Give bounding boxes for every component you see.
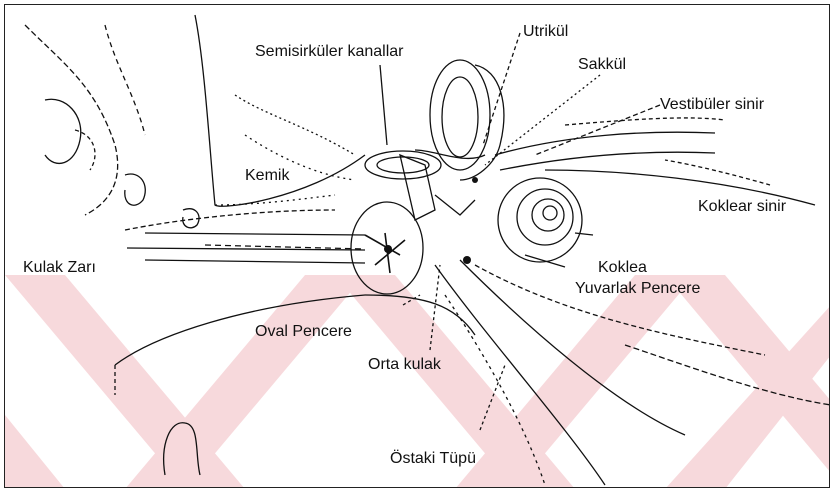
label-oval-window: Oval Pencere	[255, 323, 352, 341]
label-eustachian-tube: Östaki Tüpü	[390, 450, 476, 468]
label-middle-ear: Orta kulak	[368, 356, 441, 374]
label-cochlea: Koklea	[598, 259, 647, 277]
label-cochlear-nerve: Koklear sinir	[698, 198, 786, 216]
label-utricle: Utrikül	[523, 23, 568, 41]
label-semicircular-canals: Semisirküler kanallar	[255, 43, 404, 61]
label-eardrum: Kulak Zarı	[23, 259, 96, 277]
label-saccule: Sakkül	[578, 56, 626, 74]
label-bone: Kemik	[245, 167, 289, 185]
ear-diagram: Semisirküler kanallar Utrikül Sakkül Ves…	[4, 4, 830, 488]
ear-illustration	[5, 5, 830, 488]
label-round-window: Yuvarlak Pencere	[575, 280, 700, 298]
label-vestibular-nerve: Vestibüler sinir	[660, 96, 764, 114]
